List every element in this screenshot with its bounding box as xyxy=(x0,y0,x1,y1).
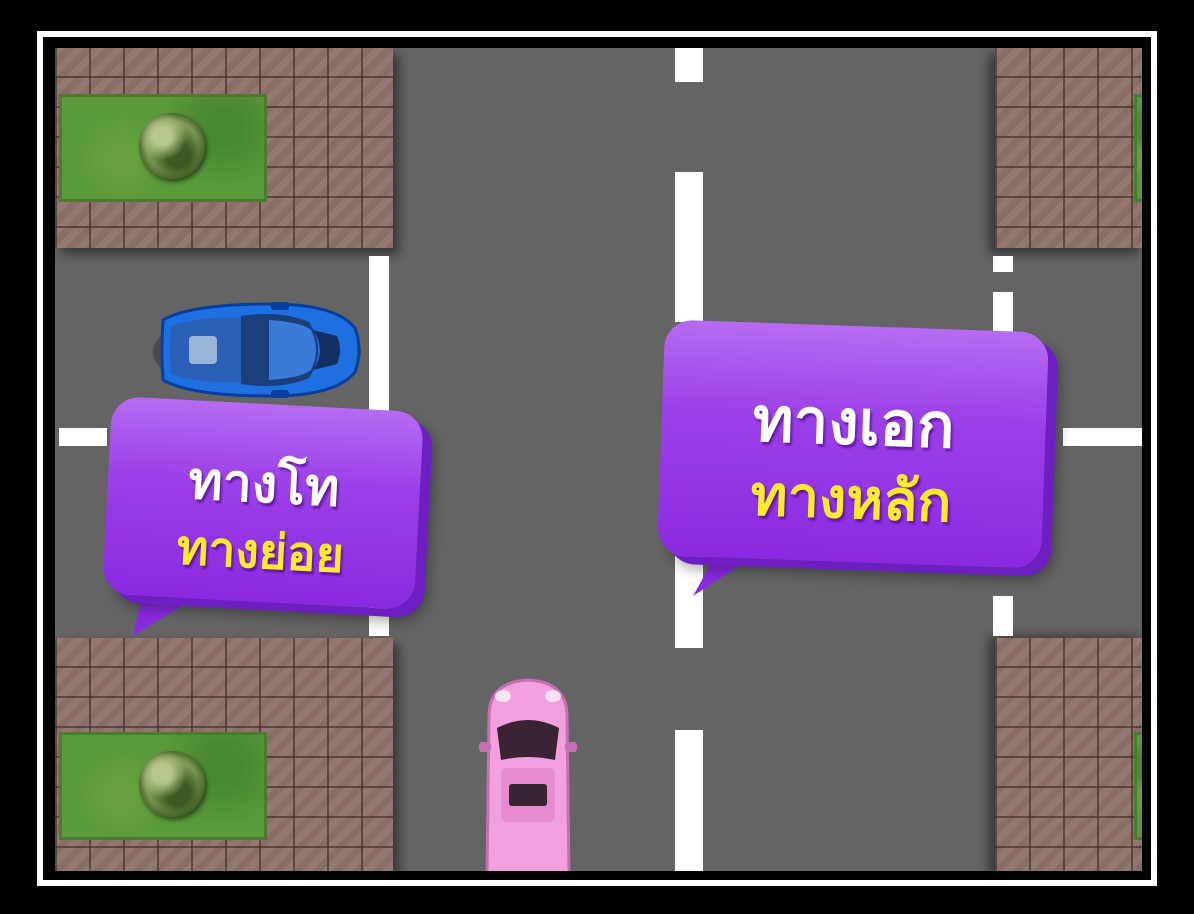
grass-strip-top-right xyxy=(1134,94,1142,202)
sidewalk-bottom-right xyxy=(995,638,1142,871)
grass-strip-bottom-right xyxy=(1134,732,1142,840)
minor-road-subtitle: ทางย่อย xyxy=(103,506,419,598)
sidewalk-top-right xyxy=(995,48,1142,248)
stop-line-right-dash xyxy=(993,596,1013,636)
bush-icon xyxy=(139,751,205,817)
major-road-subtitle: ทางหลัก xyxy=(658,447,1045,549)
blue-car-icon xyxy=(151,300,363,400)
intersection-scene: ทางโท ทางย่อย ทางเอก ทางหลัก xyxy=(55,48,1142,871)
side-dash-right xyxy=(1063,428,1142,446)
major-road-bubble: ทางเอก ทางหลัก xyxy=(657,319,1049,568)
bush-icon xyxy=(139,113,205,179)
minor-road-bubble: ทางโท ทางย่อย xyxy=(102,396,424,610)
stop-line-right-dash xyxy=(993,256,1013,272)
center-dash-line xyxy=(675,730,703,871)
side-dash-left xyxy=(59,428,107,446)
center-dash-line xyxy=(675,48,703,82)
pink-car-icon xyxy=(479,676,577,871)
center-dash-line xyxy=(675,172,703,322)
